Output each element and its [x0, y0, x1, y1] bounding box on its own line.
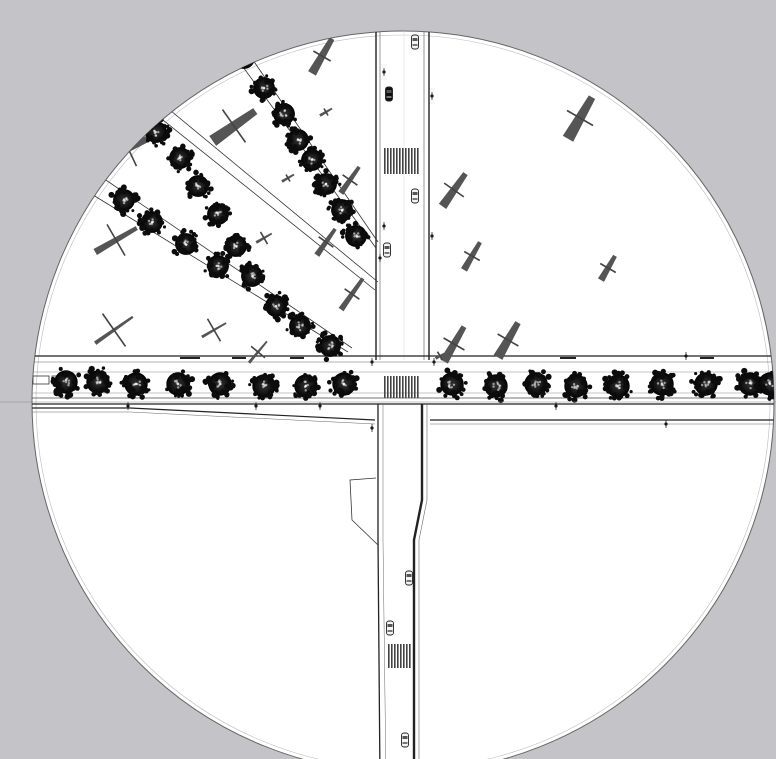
- car-icon: [386, 620, 394, 636]
- street-lamp: [430, 92, 434, 100]
- street-lamp: [370, 424, 374, 432]
- pole-shadow: [440, 325, 467, 364]
- crosswalk: [384, 148, 419, 174]
- car-icon: [411, 188, 419, 204]
- crosswalks: [384, 148, 419, 668]
- north-road: [375, 31, 430, 360]
- tree-icon: [136, 207, 167, 236]
- tree-icon: [262, 290, 290, 323]
- tree-icon: [284, 126, 314, 155]
- street-lamp: [664, 420, 668, 428]
- street-lamp: [554, 402, 558, 410]
- tree-icon: [689, 370, 723, 399]
- pole-shadow: [434, 351, 445, 361]
- pole-shadow: [438, 172, 468, 209]
- tree-icon: [108, 184, 141, 218]
- street-lamp: [432, 358, 436, 366]
- pole-shadow: [255, 231, 273, 245]
- street-lamp: [378, 254, 382, 262]
- tree-icon: [311, 168, 342, 198]
- pole-shadow: [308, 37, 335, 76]
- car-icon: [385, 86, 393, 102]
- pole-shadow: [209, 108, 258, 146]
- tree-icon: [239, 260, 266, 292]
- tree-icon: [562, 370, 593, 403]
- car-icon: [383, 242, 391, 258]
- street-lamp: [430, 232, 434, 240]
- tree-icon: [522, 369, 552, 398]
- cars: [383, 34, 419, 748]
- tree-icon: [50, 366, 82, 400]
- tree-icon: [271, 99, 297, 128]
- pole-shadow: [247, 340, 268, 364]
- tree-icon: [482, 371, 508, 404]
- tree-icon: [339, 220, 371, 250]
- south-road: [349, 404, 428, 759]
- pole-shadow: [597, 254, 617, 282]
- tree-icon: [297, 145, 327, 173]
- crosswalk: [384, 376, 419, 398]
- tree-icon: [285, 311, 316, 340]
- pole-shadows: [93, 37, 617, 364]
- tree-icon: [165, 369, 196, 398]
- tree-icon: [203, 250, 231, 280]
- tree-icon: [185, 169, 214, 199]
- street-lamps: [126, 68, 688, 432]
- street-lamp: [318, 402, 322, 410]
- pole-shadow: [281, 173, 295, 183]
- pole-shadow: [201, 318, 227, 342]
- tree-icon: [202, 371, 236, 400]
- tree-icon: [166, 143, 195, 174]
- car-icon: [411, 34, 419, 50]
- tree-icon: [248, 372, 280, 401]
- tree-icon: [171, 228, 199, 256]
- tree-icon: [202, 201, 233, 229]
- street-lamp: [254, 402, 258, 410]
- tree-icon: [119, 368, 151, 400]
- crosswalk: [388, 644, 411, 668]
- tree-icon: [647, 368, 677, 401]
- tree-icon: [83, 365, 113, 398]
- pole-shadow: [338, 277, 365, 312]
- tree-icon: [315, 330, 344, 363]
- tree-icon: [248, 74, 278, 104]
- pole-shadow: [94, 313, 134, 347]
- pole-shadow: [319, 107, 333, 117]
- street-lamp: [370, 358, 374, 366]
- street-lamp: [684, 352, 688, 360]
- car-icon: [405, 570, 413, 586]
- street-lamp: [382, 68, 386, 76]
- tree-icon: [327, 369, 360, 398]
- pole-shadow: [338, 165, 361, 195]
- street-lamp: [382, 222, 386, 230]
- pole-shadow: [562, 95, 596, 142]
- tree-icon: [436, 367, 468, 401]
- street-lamp: [126, 402, 130, 410]
- tree-icon: [223, 232, 252, 260]
- pole-shadow: [93, 224, 138, 256]
- pole-shadow: [460, 241, 482, 272]
- tree-icon: [292, 373, 321, 401]
- tree-icon: [602, 369, 633, 401]
- tree-icon: [326, 197, 356, 225]
- pole-shadow: [493, 321, 521, 360]
- car-icon: [401, 732, 409, 748]
- pole-shadow: [314, 227, 337, 257]
